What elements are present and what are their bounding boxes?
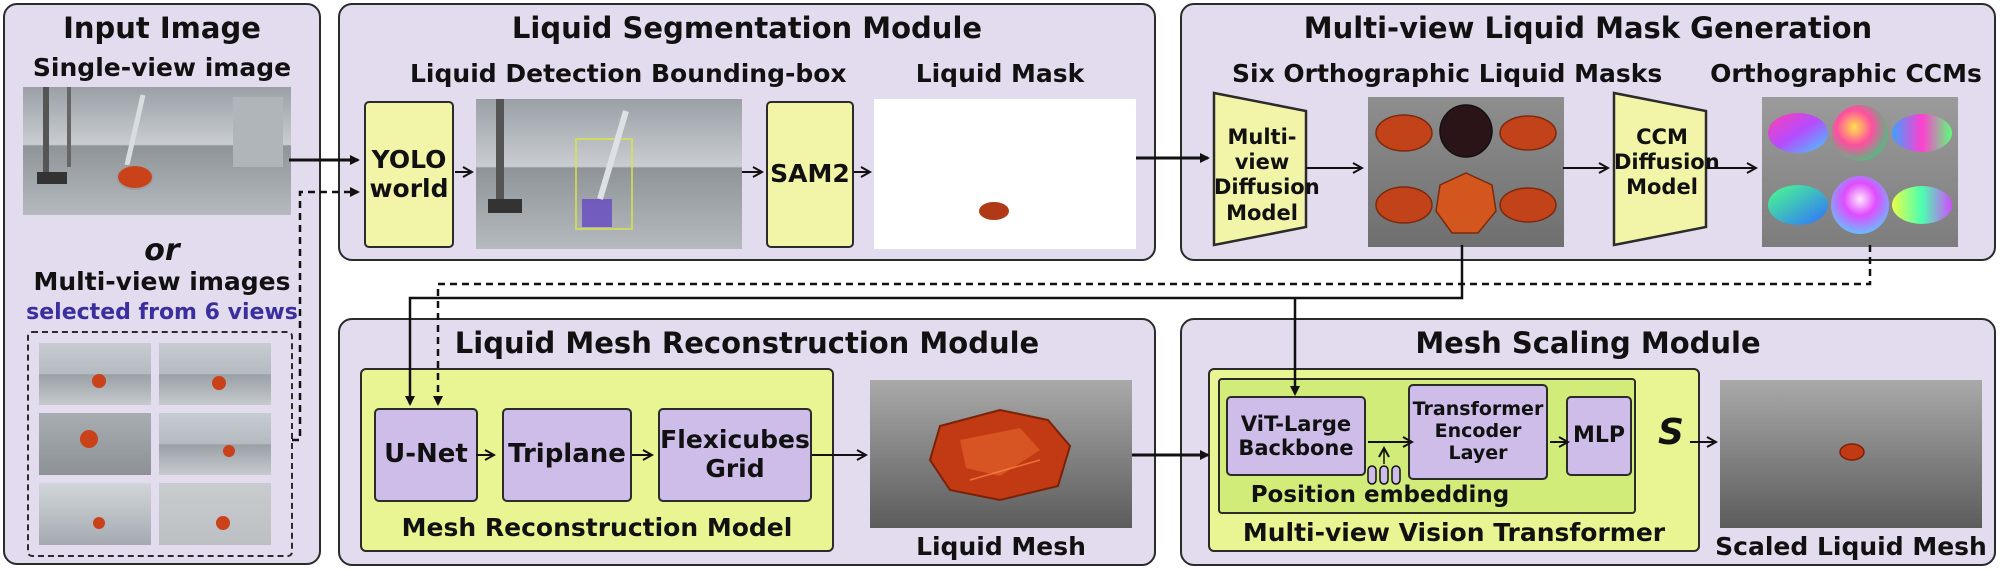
tel-line1: Transformer: [1412, 398, 1544, 421]
multiview-vision-transformer-box: ViT-Large Backbone Transformer Encoder L…: [1208, 368, 1700, 552]
flexicubes-box: Flexicubes Grid: [658, 408, 812, 502]
liquid-segmentation-title: Liquid Segmentation Module: [511, 11, 983, 45]
ccm-line1: CCM: [1636, 125, 1688, 149]
ccm-diffusion-shape: [1612, 91, 1708, 247]
ccm-line2: Diffusion: [1614, 150, 1720, 175]
view-thumbnail: [159, 413, 271, 475]
vit-line1: ViT-Large: [1240, 411, 1352, 436]
bbox-label: Liquid Detection Bounding-box: [410, 59, 847, 88]
liquid-mesh-label: Liquid Mesh: [916, 532, 1086, 561]
scaled-liquid-mesh-label: Scaled Liquid Mesh: [1715, 532, 1987, 561]
single-view-scene: [37, 87, 283, 190]
input-image-panel: Input Image Single-view image or Multi-v…: [3, 3, 321, 565]
flexicubes-line1: Flexicubes: [660, 425, 810, 455]
yolo-line1: YOLO: [371, 144, 447, 174]
orthographic-ccms-label: Orthographic CCMs: [1710, 59, 1982, 88]
multiview-vision-transformer-label: Multi-view Vision Transformer: [1242, 518, 1666, 547]
vit-backbone-box: ViT-Large Backbone: [1226, 396, 1366, 476]
triplane-box: Triplane: [502, 408, 632, 502]
multiview-diffusion-shape: [1212, 91, 1308, 247]
mesh-reconstruction-model-box: U-Net Triplane Flexicubes Grid Mesh Reco…: [360, 368, 834, 552]
single-view-image: [23, 87, 291, 215]
view-thumbnail: [159, 343, 271, 405]
liquid-segmentation-panel: Liquid Segmentation Module Liquid Detect…: [338, 3, 1156, 261]
liquid-mask-image: [874, 99, 1136, 249]
selected-views-label: selected from 6 views: [26, 300, 298, 325]
mvd-line2: Diffusion: [1214, 175, 1320, 200]
unet-box: U-Net: [374, 408, 478, 502]
scale-s-symbol: S: [1658, 412, 1684, 453]
unet-label: U-Net: [384, 439, 468, 470]
mesh-reconstruction-title: Liquid Mesh Reconstruction Module: [454, 326, 1040, 360]
multiview-mask-title: Multi-view Liquid Mask Generation: [1303, 11, 1873, 45]
yolo-line2: world: [369, 173, 449, 203]
liquid-mesh-image: [870, 380, 1132, 528]
liquid-mask-label: Liquid Mask: [915, 59, 1085, 88]
mesh-scaling-panel: Mesh Scaling Module ViT-Large Backbone T…: [1180, 318, 1996, 566]
mlp-box: MLP: [1566, 396, 1632, 476]
ccm-line3: Model: [1626, 175, 1698, 200]
triplane-label: Triplane: [508, 439, 626, 470]
multiview-diffusion-label: Multi-view Diffusion Model: [1214, 125, 1320, 226]
mesh-reconstruction-model-label: Mesh Reconstruction Model: [401, 513, 793, 542]
multi-view-label: Multi-view images: [33, 267, 291, 296]
transformer-encoder-box: Transformer Encoder Layer: [1408, 384, 1548, 480]
mesh-scaling-title: Mesh Scaling Module: [1415, 326, 1761, 360]
orthographic-ccms-image: [1762, 97, 1958, 247]
diffusion-shapes: [1212, 91, 1708, 247]
single-view-label: Single-view image: [32, 53, 292, 82]
tel-line3: Layer: [1448, 441, 1508, 464]
tel-line2: Encoder: [1434, 420, 1522, 443]
liquid-mesh-render: [928, 408, 1072, 502]
position-embedding-label: Position embedding: [1250, 482, 1510, 508]
thumbnail-liquid-drops: [80, 374, 235, 530]
or-label: or: [144, 233, 180, 268]
sam2-label: SAM2: [770, 159, 850, 189]
six-masks-label: Six Orthographic Liquid Masks: [1232, 59, 1663, 88]
sam2-box: SAM2: [766, 101, 854, 248]
bbox-scene: [488, 99, 633, 230]
six-masks-image: [1368, 97, 1564, 247]
input-image-title: Input Image: [63, 11, 261, 45]
yolo-world-box: YOLO world: [364, 101, 454, 248]
flexicubes-line2: Grid: [705, 454, 765, 483]
multiview-mask-panel: Multi-view Liquid Mask Generation Six Or…: [1180, 3, 1996, 261]
view-thumbnail: [39, 343, 151, 405]
scaled-liquid-mesh-image: [1720, 380, 1982, 528]
six-masks-drops: [1375, 104, 1557, 234]
view-thumbnail: [159, 483, 271, 545]
liquid-mask-drop: [979, 202, 1009, 220]
mvd-line3: Model: [1226, 200, 1298, 225]
multi-view-thumbnails: [27, 331, 293, 557]
view-thumbnail: [39, 483, 151, 545]
bbox-image: [476, 99, 742, 249]
ccm-blobs: [1768, 105, 1952, 234]
scaled-mesh-render: [1839, 443, 1865, 461]
mvd-line1: Multi-view: [1227, 125, 1297, 175]
ccm-diffusion-label: CCM Diffusion Model: [1614, 125, 1720, 201]
mlp-label: MLP: [1572, 423, 1626, 449]
vit-line2: Backbone: [1238, 436, 1354, 460]
mesh-reconstruction-panel: Liquid Mesh Reconstruction Module U-Net …: [338, 318, 1156, 566]
vit-inner-box: ViT-Large Backbone Transformer Encoder L…: [1218, 378, 1636, 514]
